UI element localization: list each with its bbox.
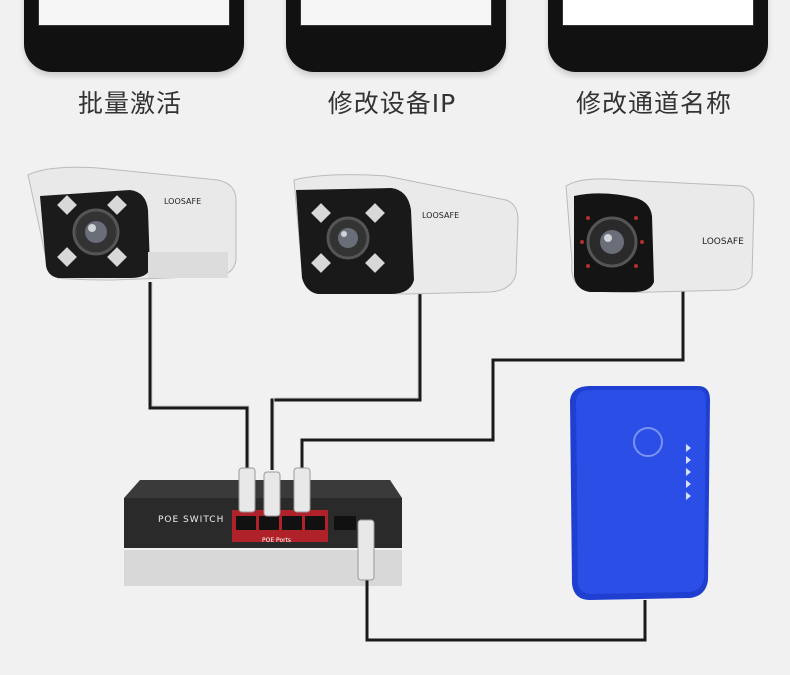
network-device (560, 380, 720, 610)
